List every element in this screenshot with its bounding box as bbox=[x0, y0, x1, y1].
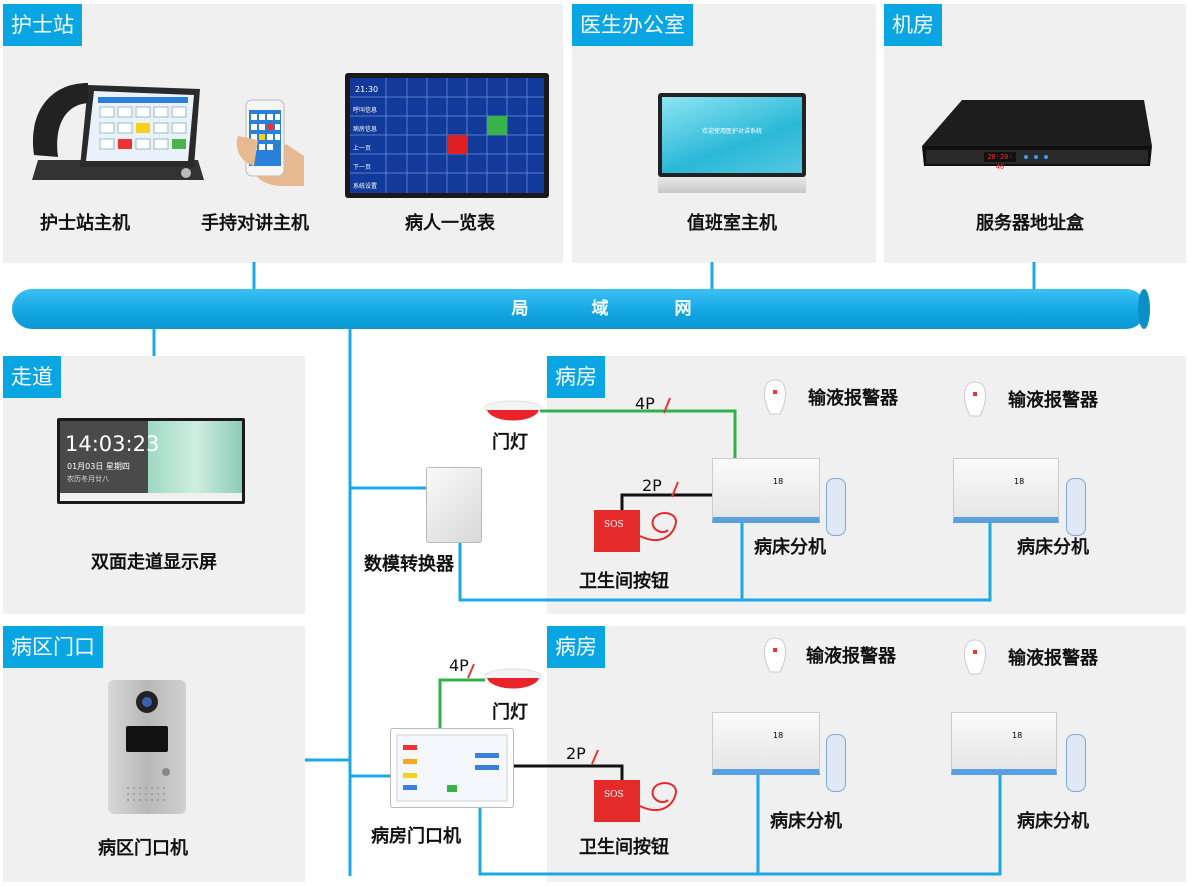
duty-host-device: 欢迎使用医护对讲系统 bbox=[658, 93, 806, 193]
bed-unit-1a-device: 18 bbox=[712, 458, 820, 523]
patient-list-menu-item: 上一页 bbox=[353, 145, 372, 152]
ward-door-unit-device bbox=[390, 728, 514, 808]
bed-number-1a: 18 bbox=[773, 477, 784, 486]
patient-list-menu-item: 呼叫信息 bbox=[353, 107, 378, 114]
patient-list-menu-item: 病房信息 bbox=[353, 126, 378, 133]
lan-bus: 局 域 网 bbox=[12, 289, 1150, 329]
bed-number-1b: 18 bbox=[1014, 477, 1025, 486]
wire-label-4p-1: 4P bbox=[635, 394, 655, 413]
panel-doctor-office: 医生办公室 bbox=[572, 4, 876, 263]
lan-label-1: 局 bbox=[511, 299, 529, 319]
bed-unit-2a-device: 18 bbox=[712, 712, 820, 775]
label-entrance-unit: 病区门口机 bbox=[98, 838, 188, 859]
label-door-light-2: 门灯 bbox=[492, 702, 528, 723]
lan-bus-end bbox=[1138, 289, 1150, 329]
section-title-ward-2: 病房 bbox=[547, 626, 605, 668]
corridor-screen-device: 14:03:23 01月03日 星期四 农历冬月廿八 bbox=[57, 418, 245, 504]
label-toilet-button-2: 卫生间按钮 bbox=[579, 837, 669, 858]
wire-label-2p-2: 2P bbox=[566, 744, 586, 763]
bed-number-2a: 18 bbox=[773, 731, 784, 740]
label-handheld: 手持对讲主机 bbox=[201, 213, 309, 234]
label-infusion-2a: 输液报警器 bbox=[806, 646, 896, 667]
infusion-alarm-icon bbox=[960, 638, 990, 678]
label-bed-1b: 病床分机 bbox=[1017, 537, 1089, 558]
label-infusion-1a: 输液报警器 bbox=[808, 388, 898, 409]
infusion-alarm-icon bbox=[760, 378, 790, 418]
bed-number-2b: 18 bbox=[1012, 731, 1023, 740]
entrance-unit-device bbox=[108, 680, 186, 814]
nurse-host-device bbox=[28, 75, 208, 190]
infusion-alarm-icon bbox=[760, 636, 790, 676]
server-box-clock: 20-20-40 bbox=[987, 153, 1013, 171]
patient-list-menu-item: 系统设置 bbox=[353, 183, 378, 190]
section-title-ward-1: 病房 bbox=[547, 356, 605, 398]
handheld-device bbox=[234, 96, 309, 188]
patient-list-time: 21:30 bbox=[355, 85, 379, 94]
label-nurse-host: 护士站主机 bbox=[40, 213, 130, 234]
section-title-machine-room: 机房 bbox=[884, 4, 942, 46]
toilet-button-2-device: SOS bbox=[590, 776, 680, 824]
label-converter: 数模转换器 bbox=[364, 554, 454, 575]
section-title-nurse-station: 护士站 bbox=[3, 4, 82, 46]
server-box-device: 20-20-40 bbox=[922, 98, 1152, 171]
label-bed-2b: 病床分机 bbox=[1017, 811, 1089, 832]
label-infusion-2b: 输液报警器 bbox=[1008, 648, 1098, 669]
corridor-time: 14:03:23 bbox=[65, 432, 160, 456]
label-bed-2a: 病床分机 bbox=[770, 811, 842, 832]
sos-label-1: SOS bbox=[604, 520, 624, 530]
section-title-ward-entrance: 病区门口 bbox=[3, 626, 103, 668]
wire-label-4p-2: 4P bbox=[449, 656, 469, 675]
label-server-box: 服务器地址盒 bbox=[976, 213, 1084, 234]
toilet-button-1-device: SOS bbox=[590, 506, 680, 554]
patient-list-device: 21:30 呼叫信息 病房信息 上一页 下一页 系统设置 bbox=[345, 73, 549, 198]
patient-list-menu-item: 下一页 bbox=[353, 164, 372, 171]
label-duty-host: 值班室主机 bbox=[687, 213, 777, 234]
bed-unit-1b-device: 18 bbox=[953, 458, 1059, 523]
duty-host-welcome: 欢迎使用医护对讲系统 bbox=[701, 128, 762, 135]
bed-handset-icon bbox=[1066, 734, 1086, 792]
infusion-alarm-icon bbox=[960, 380, 990, 420]
bed-handset-icon bbox=[826, 734, 846, 792]
lan-label-3: 网 bbox=[674, 299, 692, 319]
bed-unit-2b-device: 18 bbox=[951, 712, 1057, 775]
label-bed-1a: 病床分机 bbox=[754, 537, 826, 558]
bed-handset-icon bbox=[826, 478, 846, 536]
section-title-corridor: 走道 bbox=[3, 356, 61, 398]
corridor-lunar: 农历冬月廿八 bbox=[67, 475, 109, 483]
label-corridor-screen: 双面走道显示屏 bbox=[91, 552, 217, 573]
corridor-date: 01月03日 星期四 bbox=[67, 462, 130, 471]
section-title-doctor-office: 医生办公室 bbox=[572, 4, 693, 46]
door-light-1-device bbox=[484, 400, 542, 424]
door-light-2-device bbox=[484, 668, 542, 692]
sos-label-2: SOS bbox=[604, 790, 624, 800]
label-patient-list: 病人一览表 bbox=[405, 213, 495, 234]
lan-label-2: 域 bbox=[591, 299, 609, 319]
label-ward-door-unit: 病房门口机 bbox=[371, 826, 461, 847]
converter-device bbox=[426, 467, 482, 543]
label-infusion-1b: 输液报警器 bbox=[1008, 390, 1098, 411]
patient-list-menu: 呼叫信息 病房信息 上一页 下一页 系统设置 bbox=[353, 101, 387, 196]
wire-label-2p-1: 2P bbox=[642, 476, 662, 495]
label-toilet-button-1: 卫生间按钮 bbox=[579, 571, 669, 592]
label-door-light-1: 门灯 bbox=[492, 432, 528, 453]
bed-handset-icon bbox=[1066, 478, 1086, 536]
